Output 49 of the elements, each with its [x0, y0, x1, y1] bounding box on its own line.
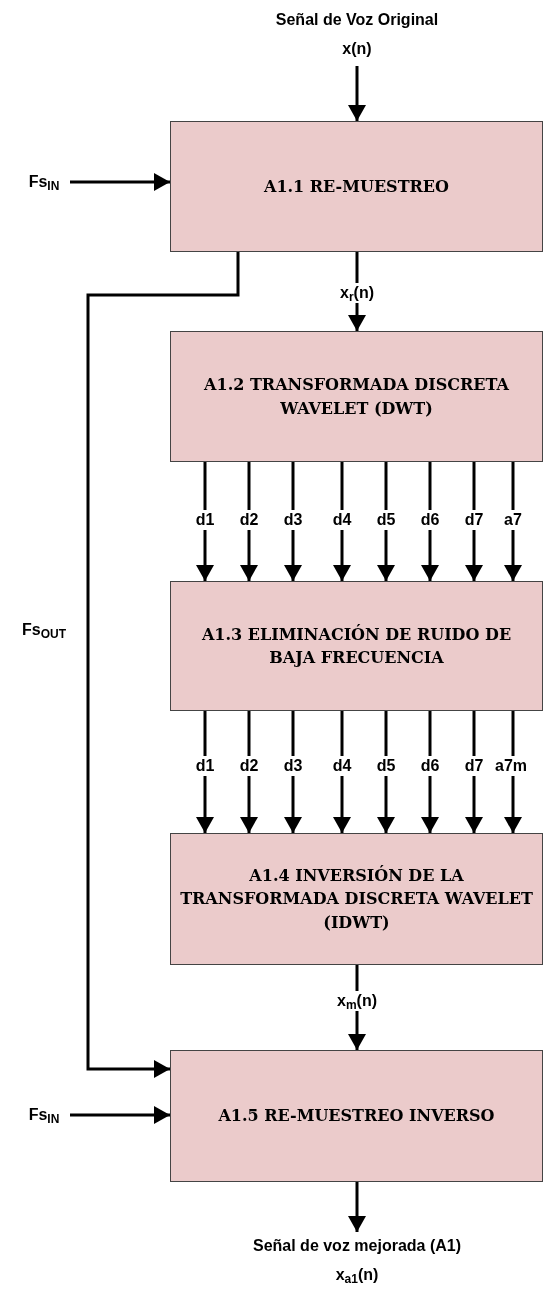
edge-label: a7m	[494, 756, 528, 776]
arrow	[196, 462, 214, 581]
edge-label: d3	[282, 510, 304, 530]
signal-text: Fs$_{IN}$	[18, 1101, 70, 1129]
signal-text: Fs$_{IN}$	[18, 168, 70, 196]
process-box: A1.5 RE-MUESTREO INVERSO	[170, 1050, 543, 1182]
edge-label: d1	[194, 756, 216, 776]
arrow	[348, 1182, 366, 1232]
arrow	[465, 462, 483, 581]
edge-label: d4	[331, 756, 353, 776]
arrow	[421, 711, 439, 833]
edge-label: a7	[503, 510, 523, 530]
arrow	[421, 462, 439, 581]
edge-label: x$_{m}$(n)	[336, 991, 378, 1011]
edge-label: d2	[238, 756, 260, 776]
edge-label: d1	[194, 510, 216, 530]
edge-label: x$_{r}$(n)	[339, 283, 375, 303]
arrow	[377, 462, 395, 581]
process-box: A1.2 TRANSFORMADA DISCRETA WAVELET (DWT)	[170, 331, 543, 462]
edge-label: d5	[375, 756, 397, 776]
arrow	[284, 711, 302, 833]
signal-text: Señal de voz mejorada (A1) x$_{a1}$(n)	[197, 1232, 517, 1290]
process-box: A1.4 INVERSIÓN DE LA TRANSFORMADA DISCRETA WAVELET (IDWT)	[170, 833, 543, 965]
arrow	[333, 462, 351, 581]
edge-label: d6	[419, 756, 441, 776]
arrow	[196, 711, 214, 833]
edge-label: d3	[282, 756, 304, 776]
arrow	[240, 711, 258, 833]
arrow	[333, 711, 351, 833]
edge-label: d5	[375, 510, 397, 530]
edge-label: d2	[238, 510, 260, 530]
edge-label: d7	[463, 756, 485, 776]
arrow	[348, 66, 366, 121]
arrow	[86, 252, 240, 1078]
process-box: A1.3 ELIMINACIÓN DE RUIDO DE BAJA FRECUENCIA	[170, 581, 543, 711]
edge-label: Fs$_{OUT}$	[21, 620, 67, 640]
signal-text: Señal de Voz Original x(n)	[222, 4, 492, 66]
arrow	[70, 1106, 170, 1124]
arrow	[70, 173, 170, 191]
edge-label: d4	[331, 510, 353, 530]
edge-label: d7	[463, 510, 485, 530]
process-box: A1.1 RE-MUESTREO	[170, 121, 543, 252]
arrow	[284, 462, 302, 581]
arrow	[465, 711, 483, 833]
edge-label: d6	[419, 510, 441, 530]
arrow	[240, 462, 258, 581]
arrow	[504, 711, 522, 833]
arrow	[504, 462, 522, 581]
arrow	[377, 711, 395, 833]
